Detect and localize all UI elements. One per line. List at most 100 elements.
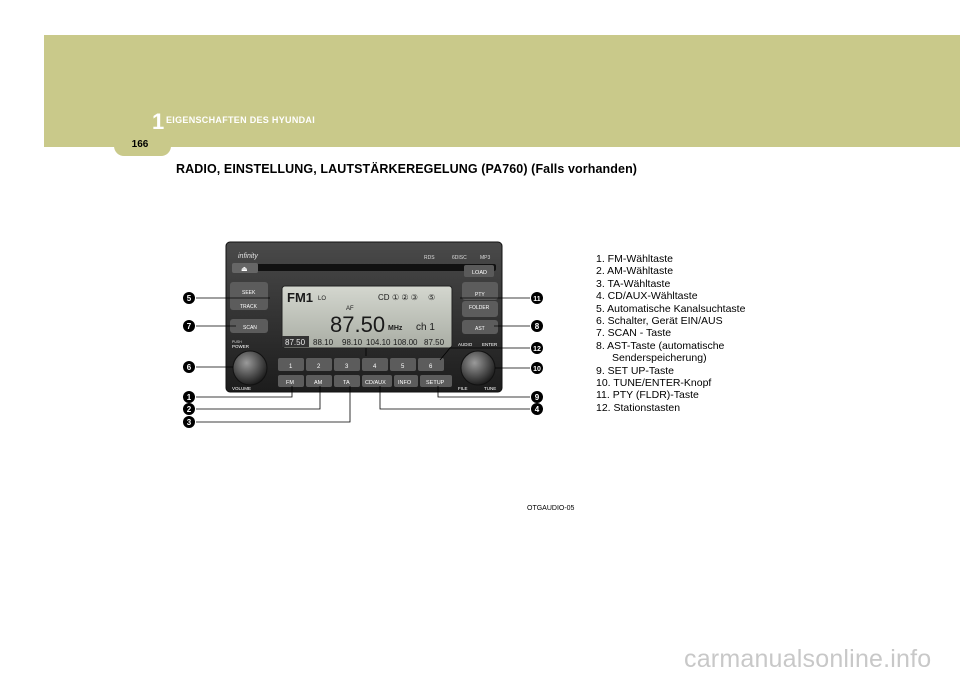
callout-number: 4 [535,405,540,414]
callout-number: 8 [535,322,540,331]
brand-logo: infinity [238,253,258,260]
legend-item: 3. TA-Wähltaste [596,277,671,290]
callout-number: 2 [187,405,192,414]
ta-label: TA [343,380,350,386]
lcd-preset-freq: 104.10 [366,338,391,347]
legend-item: 7. SCAN - Taste [596,327,672,340]
legend-item: 9. SET UP-Taste [596,364,675,377]
callout-number: 1 [187,393,192,402]
preset-number: 2 [317,364,321,370]
cd-slot [234,264,496,271]
page-tab [114,136,171,156]
legend-item: 6. Schalter, Gerät EIN/AUS [596,315,723,328]
function-buttons: FM AM TA CD/AUX INFO SETUP [278,375,452,387]
footer-watermark[interactable]: carmanualsonline.info [684,645,932,673]
audio-label: AUDIO [458,342,473,347]
chapter-number: 1 [152,109,165,134]
lcd-unit: MHz [388,325,403,332]
enter-label: ENTER [482,342,498,347]
callout-number: 9 [535,393,540,402]
ast-button [462,320,498,334]
seek-track-button [230,282,268,310]
scan-button [230,319,268,333]
lcd-preset-freq: 87.50 [424,338,445,347]
lcd-lo: LO [318,296,326,302]
lcd-cd-icon: CD [378,293,390,302]
preset-button [306,358,332,371]
lcd-preset-freq: 108.00 [393,338,418,347]
callouts-right: 11 8 12 10 9 4 [531,292,543,415]
tune-knob [460,350,496,386]
preset-buttons: 1 2 3 4 5 6 [278,358,444,371]
lcd-preset-icons: ① ② ③ [392,293,418,302]
preset-number: 6 [429,364,433,370]
lcd-display [281,285,453,349]
preset-button [278,358,304,371]
callout-number: 6 [187,363,192,372]
section-title: RADIO, EINSTELLUNG, LAUTSTÄRKEREGELUNG (… [176,162,638,176]
file-label: FILE [458,386,468,391]
pty-label: PTY [475,292,485,298]
preset-button [334,358,360,371]
volume-knob [232,350,268,386]
callout-number: 12 [533,346,541,353]
callout-circle [183,391,195,403]
power-label: POWER [232,344,250,349]
callout-circle [531,403,543,415]
callouts-left: 5 7 6 1 2 3 [183,292,195,428]
lcd-preset-freq: 98.10 [342,338,363,347]
callout-number: 10 [533,366,541,373]
scan-label: SCAN [243,325,257,331]
callout-circle [183,292,195,304]
folder-label: FOLDER [469,305,490,311]
preset-button [362,358,388,371]
figure-code: OTGAUDIO-05 [527,505,575,512]
eject-icon: ⏏ [241,266,248,273]
legend-item: 2. AM-Wähltaste [596,265,674,278]
mp3-logo: MP3 [480,255,491,261]
lcd-frequency: 87.50 [330,312,385,337]
setup-label: SETUP [426,380,445,386]
callout-circle [183,320,195,332]
preset-number: 1 [289,364,293,370]
legend-list: 1. FM-Wähltaste 2. AM-Wähltaste 3. TA-Wä… [596,253,745,414]
legend-item: Senderspeicherung) [612,352,707,365]
callout-circle [531,342,543,354]
callout-number: 7 [187,322,192,331]
ast-label: AST [475,326,485,332]
am-label: AM [314,380,323,386]
tune-label: TUNE [484,386,496,391]
info-button [394,375,418,387]
fm-label: FM [286,380,294,386]
legend-item: 4. CD/AUX-Wähltaste [596,290,698,303]
push-label: PUSH [232,340,242,344]
legend-item: 12. Stationstasten [596,401,681,414]
disc-logo: 6DISC [452,255,467,261]
ta-button [334,375,360,387]
load-button [464,265,494,277]
callout-circle [531,391,543,403]
callout-circle [183,416,195,428]
chapter-title: EIGENSCHAFTEN DES HYUNDAI [166,115,316,125]
folder-button [462,301,498,317]
cd-aux-button [362,375,392,387]
lcd-preset-highlight [282,336,309,347]
setup-button [420,375,452,387]
callout-circle [531,362,543,374]
fm-button [278,375,304,387]
preset-button [418,358,444,371]
legend-item: 10. TUNE/ENTER-Knopf [596,377,712,390]
pty-button [462,282,498,300]
eject-button [232,263,258,273]
callout-circle [531,292,543,304]
callout-circle [183,403,195,415]
preset-number: 3 [345,364,349,370]
legend-item: 8. AST-Taste (automatische [596,339,725,352]
info-label: INFO [398,380,412,386]
page-number: 166 [131,139,149,150]
rds-logo: RDS [424,255,435,261]
preset-button [390,358,416,371]
lcd-band: FM1 [287,290,313,305]
lcd-af: AF [346,306,354,312]
